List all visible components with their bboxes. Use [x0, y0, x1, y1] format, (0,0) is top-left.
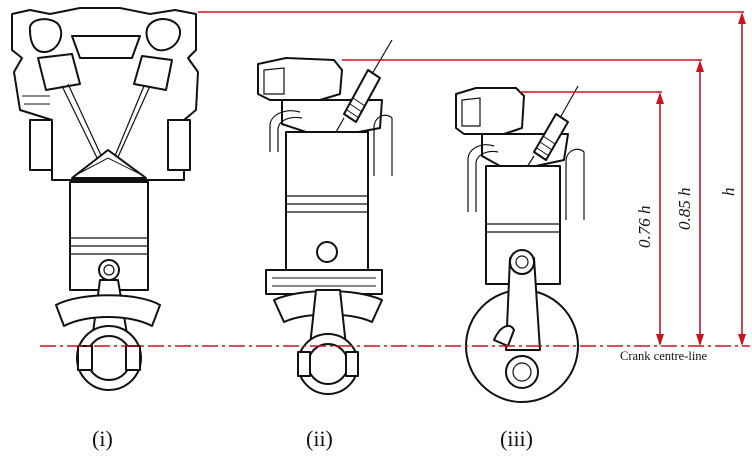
crank-centre-line-label: Crank centre-line [620, 349, 708, 363]
engine-i-label: (i) [92, 426, 113, 451]
label-085h: 0.85 h [675, 188, 694, 231]
dimension-lines [40, 11, 750, 347]
engine-ii-drawing [257, 39, 393, 395]
engine-ii-label: (ii) [306, 426, 333, 451]
engine-iii-drawing [455, 85, 585, 403]
engine-iii-label: (iii) [500, 426, 533, 451]
engine-i-drawing [11, 7, 199, 391]
label-076h: 0.76 h [635, 206, 654, 249]
label-h: h [719, 188, 738, 197]
